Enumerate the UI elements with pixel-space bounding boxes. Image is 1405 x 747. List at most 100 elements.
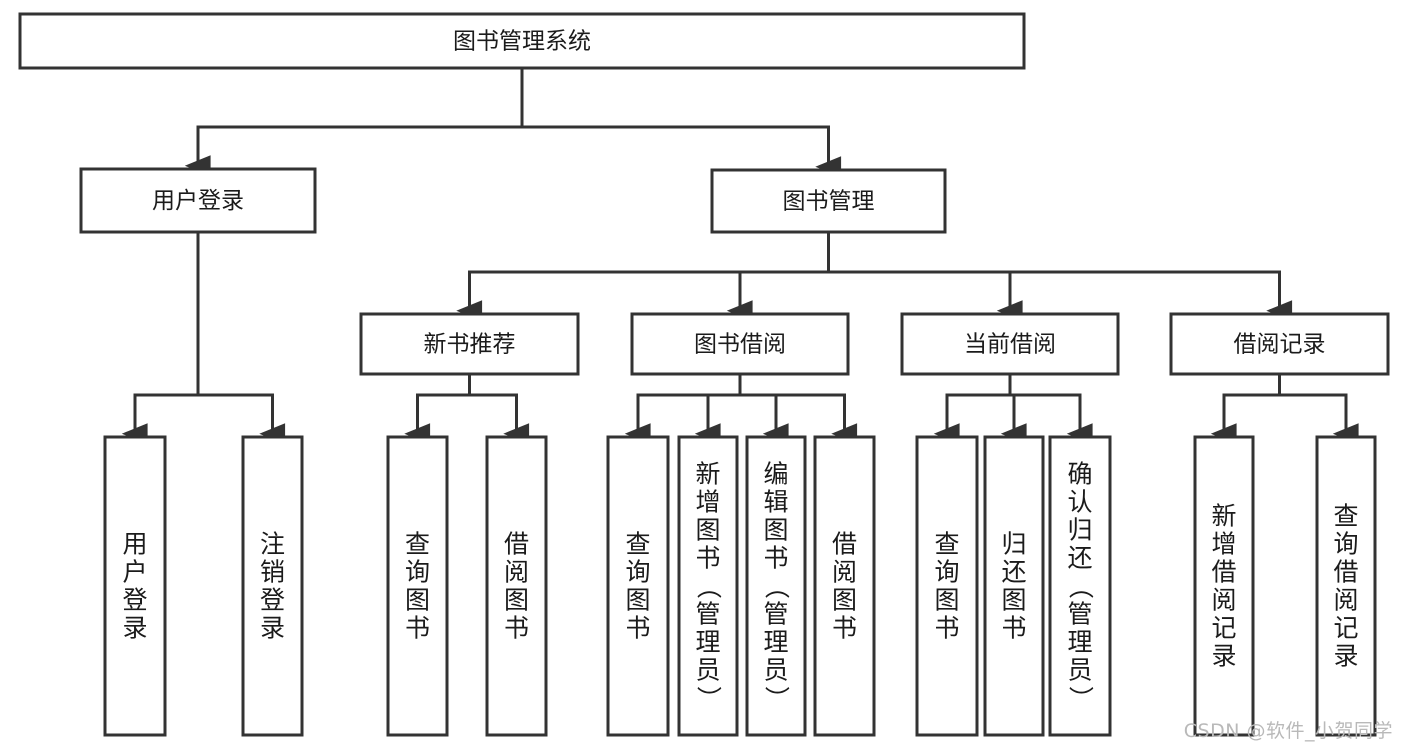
node-box bbox=[359, 312, 580, 376]
node-label-char: 归 bbox=[1001, 529, 1026, 558]
node-label-char: 图 bbox=[504, 585, 529, 614]
node-label-char: 员 bbox=[695, 655, 720, 684]
node-label-char: 图 bbox=[1001, 585, 1026, 614]
node-label-char: ） bbox=[694, 686, 723, 711]
node-label-char: 图 bbox=[625, 585, 650, 614]
node-label-char: （ bbox=[762, 574, 791, 599]
node-label-char: 录 bbox=[1211, 641, 1236, 670]
node-label-char: 确 bbox=[1067, 459, 1092, 488]
node-box bbox=[386, 435, 449, 737]
node-label-char: 书 bbox=[832, 613, 857, 642]
node-box bbox=[983, 435, 1045, 737]
node-label-char: 书 bbox=[695, 543, 720, 572]
node-label-char: 新 bbox=[1211, 501, 1236, 530]
node-box bbox=[1048, 435, 1112, 737]
node-box bbox=[1193, 435, 1255, 737]
node-label-char: 编 bbox=[763, 459, 788, 488]
node-label-char: 注 bbox=[260, 529, 285, 558]
node-label-char: 记 bbox=[1211, 613, 1236, 642]
node-label-char: 阅 bbox=[1211, 585, 1236, 614]
node-label-char: 管 bbox=[695, 599, 720, 628]
node-label-char: 借 bbox=[832, 529, 857, 558]
node-label-char: 图 bbox=[695, 515, 720, 544]
node-book-manage[interactable]: 图书管理 bbox=[710, 168, 947, 234]
node-box bbox=[630, 312, 850, 376]
node-box bbox=[813, 435, 876, 737]
node-root[interactable]: 图书管理系统 bbox=[18, 12, 1026, 70]
node-label-char: ） bbox=[1066, 686, 1095, 711]
node-label-char: 认 bbox=[1067, 487, 1092, 516]
node-label-char: 图 bbox=[763, 515, 788, 544]
node-label-char: 阅 bbox=[1333, 585, 1358, 614]
node-box bbox=[677, 435, 739, 737]
node-user-login[interactable]: 用户登录 bbox=[79, 167, 317, 234]
node-label-char: 询 bbox=[405, 557, 430, 586]
node-label-char: 书 bbox=[934, 613, 959, 642]
node-box bbox=[915, 435, 979, 737]
node-label-char: 录 bbox=[1333, 641, 1358, 670]
node-label-char: 阅 bbox=[832, 557, 857, 586]
node-label-char: 录 bbox=[122, 613, 147, 642]
node-label-char: 询 bbox=[934, 557, 959, 586]
connector-layer bbox=[121, 66, 1359, 445]
node-layer: 图书管理系统用户登录图书管理新书推荐图书借阅当前借阅借阅记录用户登录注销登录查询… bbox=[18, 12, 1390, 737]
node-box bbox=[79, 167, 317, 234]
node-label-char: 管 bbox=[763, 599, 788, 628]
node-label-char: 理 bbox=[695, 627, 720, 656]
node-label: 图书管理系统 bbox=[453, 29, 591, 55]
node-label-char: 还 bbox=[1001, 557, 1026, 586]
node-label-char: 阅 bbox=[504, 557, 529, 586]
node-label-char: 书 bbox=[405, 613, 430, 642]
node-label: 图书借阅 bbox=[694, 332, 786, 358]
node-label-char: 查 bbox=[405, 529, 430, 558]
node-label: 用户登录 bbox=[152, 188, 244, 214]
node-label: 图书管理 bbox=[783, 189, 875, 215]
node-label-char: 辑 bbox=[763, 487, 788, 516]
node-label-char: 还 bbox=[1067, 543, 1092, 572]
node-label-char: 管 bbox=[1067, 599, 1092, 628]
node-label-char: 图 bbox=[934, 585, 959, 614]
node-label-char: 理 bbox=[763, 627, 788, 656]
node-label-char: 新 bbox=[695, 459, 720, 488]
node-label-char: 询 bbox=[625, 557, 650, 586]
node-label-char: 用 bbox=[122, 529, 147, 558]
node-label: 当前借阅 bbox=[964, 332, 1056, 358]
node-label-char: 查 bbox=[625, 529, 650, 558]
node-label-char: 图 bbox=[832, 585, 857, 614]
node-box bbox=[606, 435, 670, 737]
node-current-borrow[interactable]: 当前借阅 bbox=[900, 312, 1120, 376]
node-leaf-user-login[interactable]: 用户登录 bbox=[103, 435, 167, 737]
node-label-char: 记 bbox=[1333, 613, 1358, 642]
node-label-char: 询 bbox=[1333, 529, 1358, 558]
node-label-char: 登 bbox=[122, 585, 147, 614]
node-book-borrow[interactable]: 图书借阅 bbox=[630, 312, 850, 376]
node-borrow-record[interactable]: 借阅记录 bbox=[1169, 312, 1390, 376]
node-label-char: 图 bbox=[405, 585, 430, 614]
node-box bbox=[1315, 435, 1377, 737]
node-box bbox=[485, 435, 548, 737]
node-label: 新书推荐 bbox=[424, 332, 516, 358]
node-label-char: 归 bbox=[1067, 515, 1092, 544]
node-label-char: 销 bbox=[260, 557, 285, 586]
node-label-char: 员 bbox=[1067, 655, 1092, 684]
node-label-char: 借 bbox=[1211, 557, 1236, 586]
node-box bbox=[1169, 312, 1390, 376]
node-box bbox=[18, 12, 1026, 70]
node-box bbox=[241, 435, 304, 737]
node-box bbox=[710, 168, 947, 234]
node-label-char: （ bbox=[1066, 574, 1095, 599]
node-label-char: 增 bbox=[695, 487, 720, 516]
node-new-book-rec[interactable]: 新书推荐 bbox=[359, 312, 580, 376]
